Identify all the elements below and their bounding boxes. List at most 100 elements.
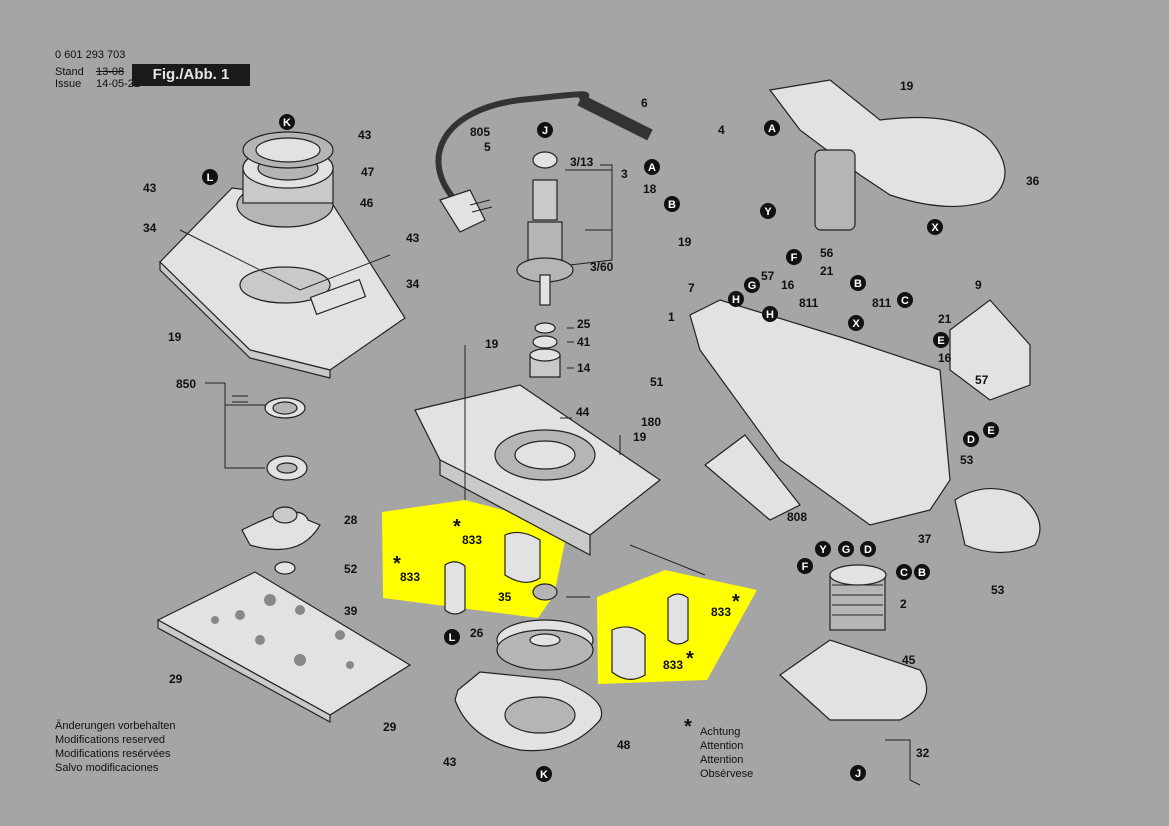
part-number-labels: 805 5 6 4 3/13 3 3/60 25 41 14 19 44 19 … [143, 79, 1040, 769]
label-7: 7 [688, 281, 695, 295]
svg-text:*: * [732, 591, 740, 613]
attention-markers: * * * * [393, 516, 740, 670]
label-19d: 19 [900, 79, 914, 93]
attention-line-de: Achtung [700, 726, 741, 738]
label-43b: 43 [143, 181, 157, 195]
callout-D-right: D [963, 431, 979, 447]
svg-text:X: X [931, 222, 939, 234]
doc-number: 0 601 293 703 [55, 49, 126, 61]
callout-A-center: A [644, 159, 660, 175]
label-34a: 34 [143, 221, 157, 235]
stand-label: Stand [55, 66, 84, 78]
label-16a: 16 [781, 278, 795, 292]
label-26: 26 [470, 626, 484, 640]
svg-text:B: B [918, 567, 926, 579]
svg-text:B: B [854, 278, 862, 290]
label-44: 44 [576, 405, 590, 419]
svg-text:B: B [668, 199, 676, 211]
attention-symbol: * [684, 716, 692, 738]
stand-value: 13-08 [96, 66, 125, 78]
modifications-line-es: Salvo modificaciones [55, 762, 159, 774]
svg-text:L: L [449, 632, 456, 644]
label-6: 6 [641, 96, 648, 110]
label-19b: 19 [633, 430, 647, 444]
bottom-cover [779, 639, 928, 786]
callout-K-top: K [279, 114, 295, 130]
svg-text:H: H [732, 294, 740, 306]
label-43c: 43 [406, 231, 420, 245]
callout-H-mid: H [762, 306, 778, 322]
label-1: 1 [668, 310, 675, 324]
callout-L-top: L [202, 169, 218, 185]
label-811b: 811 [872, 296, 892, 310]
label-53b: 53 [991, 583, 1005, 597]
label-850: 850 [176, 377, 196, 391]
label-43a: 43 [358, 128, 372, 142]
label-29b: 29 [383, 720, 397, 734]
callout-Y-top: Y [760, 203, 776, 219]
label-14: 14 [577, 361, 591, 375]
label-3-60: 3/60 [590, 260, 614, 274]
callout-B-center: B [664, 196, 680, 212]
issue-value: 14-05-21 [96, 78, 141, 90]
label-56: 56 [820, 246, 834, 260]
modifications-line-fr: Modifications resérvées [55, 748, 171, 760]
label-37: 37 [918, 532, 932, 546]
svg-text:E: E [987, 425, 994, 437]
callout-B-right: B [850, 275, 866, 291]
label-48: 48 [617, 738, 631, 752]
label-21a: 21 [820, 264, 834, 278]
svg-text:J: J [542, 125, 548, 137]
label-35: 35 [498, 590, 512, 604]
label-808: 808 [787, 510, 807, 524]
callout-F-top: F [786, 249, 802, 265]
label-19a: 19 [485, 337, 499, 351]
callout-D-bottom: D [860, 541, 876, 557]
label-2: 2 [900, 597, 907, 611]
bearing-rings-left [241, 397, 321, 575]
callout-E-top: E [933, 332, 949, 348]
svg-text:Y: Y [764, 206, 772, 218]
part-833-set [444, 531, 689, 680]
callout-circles: K L J A B A Y X F G B H C H X E E D Y G … [202, 114, 999, 782]
field-coil [829, 564, 887, 631]
fan-and-base [454, 583, 603, 752]
attention-line-fr: Attention [700, 754, 744, 766]
label-45: 45 [902, 653, 916, 667]
svg-text:*: * [393, 553, 401, 575]
label-3: 3 [621, 167, 628, 181]
modifications-notice: Änderungen vorbehalten Modifications res… [55, 719, 175, 775]
svg-text:*: * [686, 648, 694, 670]
attention-line-en: Attention [700, 740, 744, 752]
label-34b: 34 [406, 277, 420, 291]
label-833a: 833 [462, 533, 482, 547]
label-18: 18 [643, 182, 657, 196]
callout-K-bottom: K [536, 766, 552, 782]
modifications-line-en: Modifications reserved [55, 734, 166, 746]
label-9: 9 [975, 278, 982, 292]
label-180: 180 [641, 415, 661, 429]
callout-G-top: G [744, 277, 760, 293]
figure-label: Fig./Abb. 1 [132, 64, 250, 86]
svg-text:Y: Y [819, 544, 827, 556]
base-plate-top [159, 131, 406, 379]
svg-text:J: J [855, 768, 861, 780]
callout-F-bottom: F [797, 558, 813, 574]
svg-text:C: C [900, 567, 908, 579]
svg-text:C: C [901, 295, 909, 307]
label-29a: 29 [169, 672, 183, 686]
label-833b: 833 [400, 570, 420, 584]
label-51: 51 [650, 375, 664, 389]
label-43d: 43 [443, 755, 457, 769]
callout-X-mid: X [848, 315, 864, 331]
sanding-sheet [156, 571, 412, 724]
label-25: 25 [577, 317, 591, 331]
label-52: 52 [344, 562, 358, 576]
label-19e: 19 [168, 330, 182, 344]
motor-housing-base [414, 384, 662, 556]
svg-text:*: * [453, 516, 461, 538]
callout-J-top: J [537, 122, 553, 138]
label-57a: 57 [761, 269, 775, 283]
